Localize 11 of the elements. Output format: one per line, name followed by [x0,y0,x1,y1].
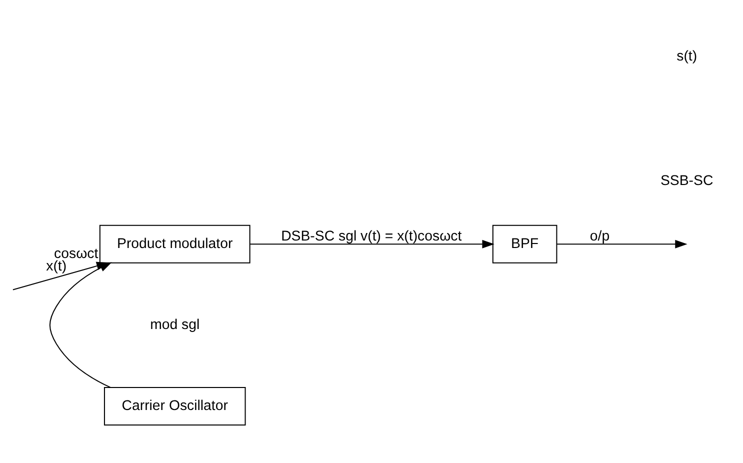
edge-label: x(t) [46,258,67,275]
label: s(t) [676,48,698,65]
node-box: Carrier Oscillator [104,386,246,426]
edge-label: DSB-SC sgl v(t) = x(t)cosωct [281,228,462,244]
arrow [557,240,688,248]
node-box: Product modulator [99,224,250,264]
label: mod sgl [150,316,200,333]
node-box: BPF [492,224,558,264]
arrow [250,240,494,248]
label: SSB-SC [660,173,714,190]
edge-label: o/p [590,228,610,244]
